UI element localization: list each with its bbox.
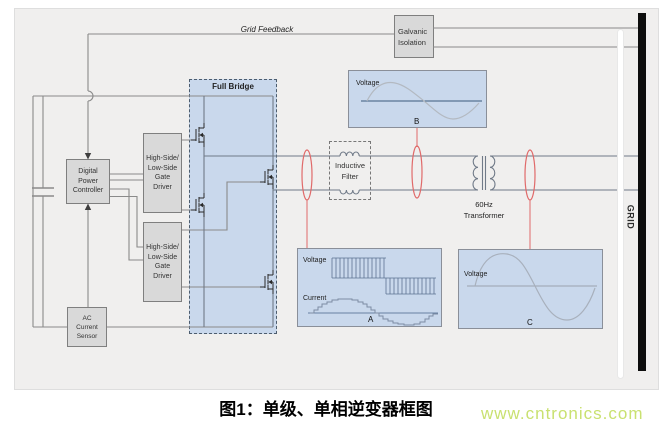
inductive-filter-block: Inductive Filter [329,141,371,200]
gd2-line4: Driver [153,272,172,280]
full-bridge-region [189,79,277,334]
gd1-line4: Driver [153,183,172,191]
scope-b-tag: B [414,117,420,126]
filter-line1: Inductive [334,160,366,170]
scope-a: Voltage Current A [297,248,442,327]
gate-driver-block-top: High-Side/ Low-Side Gate Driver [143,133,182,213]
figure-caption: 图1：单级、单相逆变器框图 [219,400,433,419]
scope-b-voltage-label: Voltage [356,80,380,87]
scope-c-waveform [467,253,597,321]
gi-line1: Galvanic [398,26,428,36]
dpc-line2: Power [78,177,98,185]
scope-a-current-label: Current [303,295,327,302]
galvanic-isolation-block: Galvanic Isolation [394,15,434,58]
dpc-line1: Digital [78,168,98,176]
gd1-line1: High-Side/ [146,155,179,162]
gate-driver-block-bottom: High-Side/ Low-Side Gate Driver [143,222,182,302]
scope-a-waveform [308,257,438,326]
gd2-line3: Gate [154,263,171,270]
grid-feedback-label: Grid Feedback [240,25,294,34]
grid-label: GRID [625,204,635,230]
filter-line2: Filter [341,171,359,181]
grid-bar [638,13,646,371]
gd1-line2: Low-Side [147,164,178,172]
acs-line1: AC [82,314,92,322]
scope-c-voltage-label: Voltage [464,271,488,278]
grid-label-container: GRID [616,203,644,231]
acs-line2: Current [76,323,98,331]
watermark: www.cntronics.com [481,404,644,423]
full-bridge-label: Full Bridge [212,82,254,91]
scope-c: Voltage C [458,249,603,329]
gd1-line3: Gate [154,174,171,181]
scope-a-voltage-label: Voltage [303,257,327,264]
scope-a-tag: A [368,315,374,324]
scope-b: Voltage B [348,70,487,128]
dpc-line3: Controller [72,187,104,195]
acs-line3: Sensor [76,332,98,340]
gd2-line2: Low-Side [147,253,178,261]
digital-power-controller-block: Digital Power Controller [66,159,110,204]
gi-line2: Isolation [398,37,426,47]
scope-c-tag: C [527,318,533,327]
transformer-name-label: Transformer [463,211,505,220]
gd2-line1: High-Side/ [146,244,179,251]
ac-current-sensor-block: AC Current Sensor [67,307,107,347]
transformer-freq-label: 60Hz [475,200,493,209]
